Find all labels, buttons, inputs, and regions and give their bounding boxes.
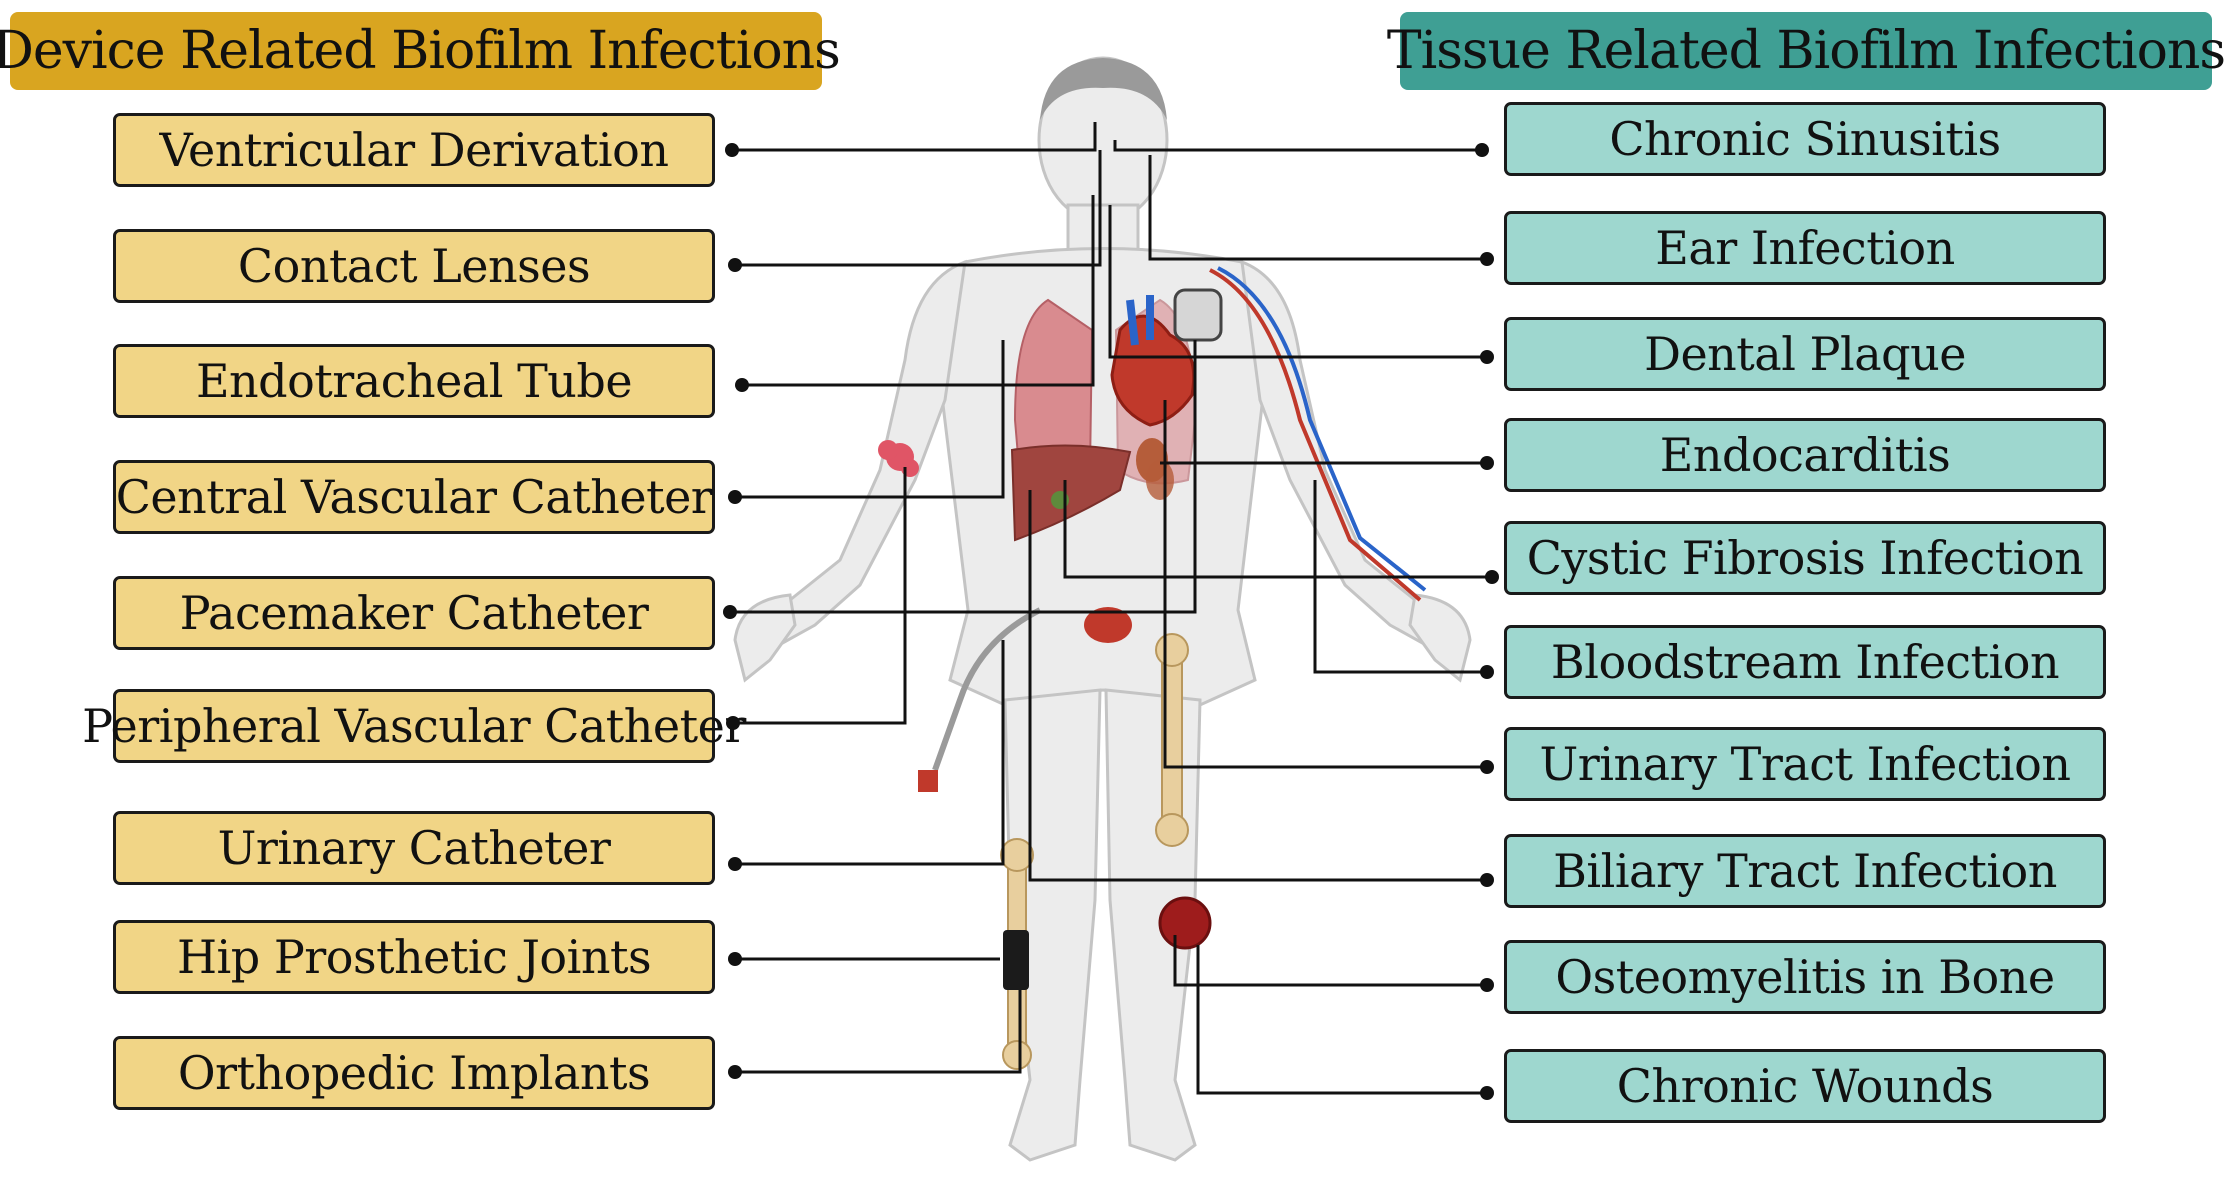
- pacemaker-device: [1173, 288, 1223, 342]
- device-label-contact-lenses: Contact Lenses: [113, 229, 715, 303]
- tissue-label-cystic-fibrosis-infection: Cystic Fibrosis Infection: [1504, 521, 2106, 595]
- device-label-endotracheal-tube: Endotracheal Tube: [113, 344, 715, 418]
- tissue-label-urinary-tract-infection: Urinary Tract Infection: [1504, 727, 2106, 801]
- hair-shape: [1040, 58, 1167, 120]
- tissue-related-header: Tissue Related Biofilm Infections: [1387, 12, 2224, 90]
- tissue-label-ear-infection: Ear Infection: [1504, 211, 2106, 285]
- device-label-orthopedic-implants: Orthopedic Implants: [113, 1036, 715, 1110]
- device-related-header: Device Related Biofilm Infections: [0, 12, 841, 90]
- tissue-label-osteomyelitis-in-bone: Osteomyelitis in Bone: [1504, 940, 2106, 1014]
- orthopedic-implant: [1003, 930, 1029, 990]
- tissue-label-endocarditis: Endocarditis: [1504, 418, 2106, 492]
- connector-dots: [723, 143, 1499, 1100]
- device-label-pacemaker-catheter: Pacemaker Catheter: [113, 576, 715, 650]
- device-label-ventricular-derivation: Ventricular Derivation: [113, 113, 715, 187]
- tissue-label-chronic-wounds: Chronic Wounds: [1504, 1049, 2106, 1123]
- device-label-urinary-catheter: Urinary Catheter: [113, 811, 715, 885]
- tissue-label-biliary-tract-infection: Biliary Tract Infection: [1504, 834, 2106, 908]
- tissue-label-bloodstream-infection: Bloodstream Infection: [1504, 625, 2106, 699]
- device-label-hip-prosthetic-joints: Hip Prosthetic Joints: [113, 920, 715, 994]
- connector-lines: [730, 122, 1492, 1095]
- tissue-label-dental-plaque: Dental Plaque: [1504, 317, 2106, 391]
- blood-vessels: [1209, 268, 1422, 602]
- tissue-label-chronic-sinusitis: Chronic Sinusitis: [1504, 102, 2106, 176]
- organs: [878, 295, 1212, 950]
- urinary-catheter-tube: [932, 607, 1042, 772]
- device-label-central-vascular-catheter: Central Vascular Catheter: [113, 460, 715, 534]
- device-label-peripheral-vascular-catheter: Peripheral Vascular Catheter: [82, 689, 746, 763]
